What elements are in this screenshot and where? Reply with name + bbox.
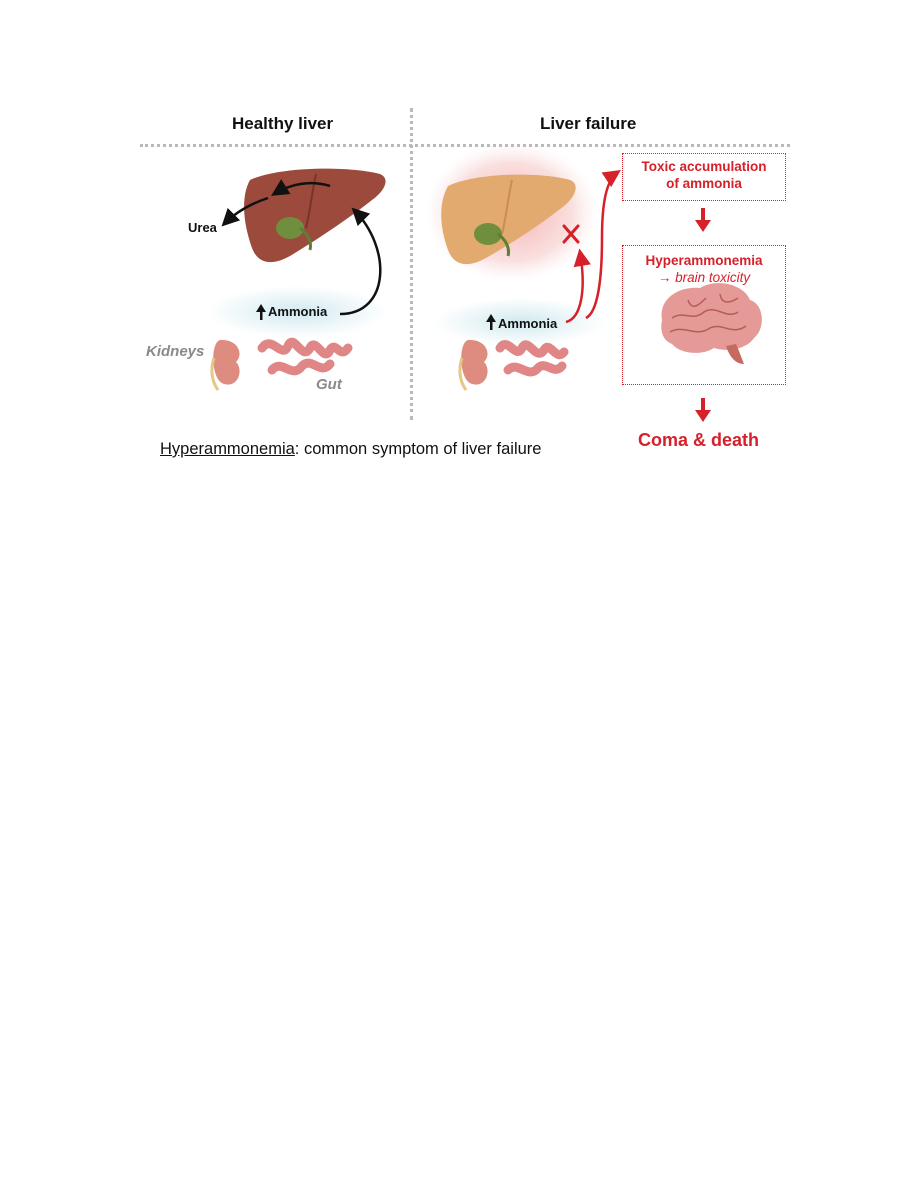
figure-caption: Hyperammonemia: common symptom of liver … — [160, 440, 541, 459]
header-healthy-liver: Healthy liver — [232, 114, 334, 133]
kidney-healthy-illustration — [210, 339, 240, 391]
caption-term: Hyperammonemia — [160, 440, 295, 458]
kidneys-label: Kidneys — [146, 343, 205, 360]
ammonia-glow-healthy — [208, 286, 388, 338]
ammonia-up-arrow-failure-icon — [486, 314, 496, 330]
box2-subtitle: → brain toxicity — [657, 270, 751, 285]
box2-title: Hyperammonemia — [645, 253, 763, 268]
liver-to-urea-arrow — [221, 196, 269, 227]
illustration-layer — [208, 142, 762, 422]
hyperammonemia-box: Hyperammonemia → brain toxicity — [622, 245, 786, 385]
brain-illustration — [661, 283, 762, 364]
ammonia-to-liver-arrow — [339, 207, 382, 316]
gut-label: Gut — [316, 376, 342, 393]
ammonia-glow-failure — [434, 298, 606, 346]
ammonia-label-healthy: Ammonia — [268, 304, 328, 319]
box1-line2: of ammonia — [666, 176, 742, 191]
gut-failure-illustration — [495, 340, 569, 359]
blocked-x-icon — [562, 224, 580, 244]
vertical-divider — [410, 108, 413, 420]
kidney-failure-illustration — [458, 339, 488, 391]
failing-liver-illustration — [441, 174, 576, 265]
caption-rest: : common symptom of liver failure — [294, 440, 542, 458]
coma-death-outcome: Coma & death — [638, 430, 760, 450]
liver-failure-figure: Healthy liver Liver failure — [140, 108, 790, 468]
ammonia-blocked-arrow — [565, 248, 591, 324]
ammonia-label-failure: Ammonia — [498, 316, 558, 331]
gut-healthy-illustration — [257, 337, 353, 359]
liver-inner-arrow — [271, 179, 331, 196]
header-liver-failure: Liver failure — [540, 114, 637, 133]
down-arrow-1-icon — [695, 208, 711, 232]
horizontal-divider — [140, 144, 790, 147]
ammonia-up-arrow-healthy-icon — [256, 304, 266, 320]
box1-line1: Toxic accumulation — [641, 159, 767, 174]
down-arrow-2-icon — [695, 398, 711, 422]
ammonia-accumulation-arrow — [585, 170, 621, 320]
toxic-accumulation-box: Toxic accumulation of ammonia — [622, 153, 786, 201]
urea-label: Urea — [188, 220, 217, 235]
